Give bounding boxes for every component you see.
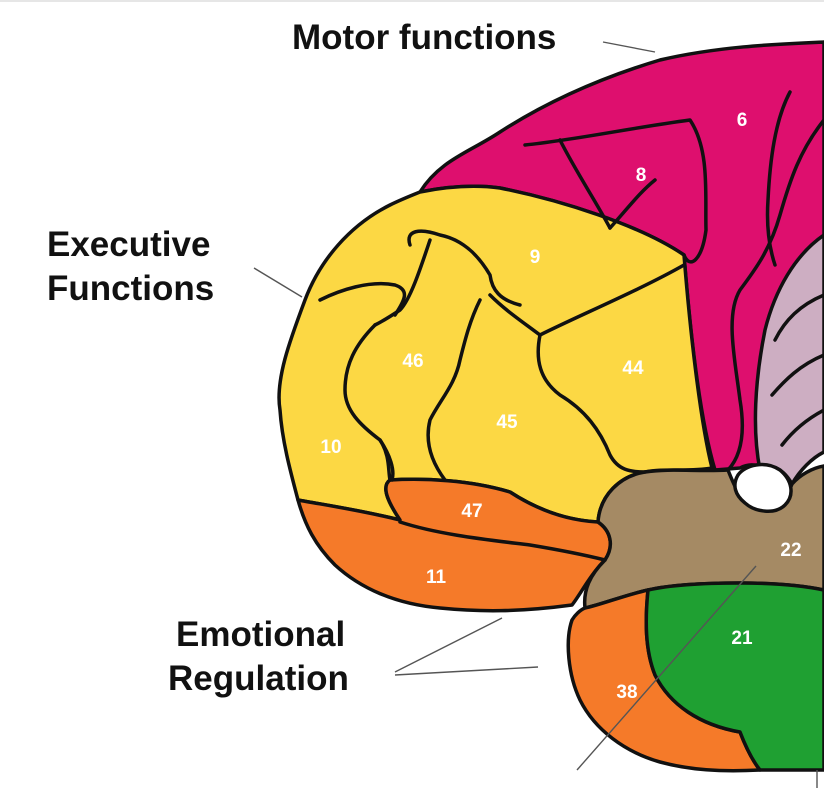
exec-sulcus-c bbox=[318, 281, 407, 317]
central-sulcus bbox=[765, 90, 792, 267]
exec-sulcus-h bbox=[378, 438, 395, 482]
motor-sulcus-1 bbox=[608, 178, 657, 230]
exec-sulcus-e bbox=[536, 333, 647, 474]
parietal-sulcus-1 bbox=[773, 293, 824, 342]
area-22-leader-line bbox=[576, 565, 757, 771]
area-9-label: 9 bbox=[530, 247, 541, 268]
area-46-label: 46 bbox=[402, 351, 423, 372]
emotional-label-line1: Emotional bbox=[176, 615, 345, 654]
motor-sulcus-2 bbox=[523, 118, 708, 264]
middle-temporal-region bbox=[644, 581, 824, 772]
exec-sulcus-f bbox=[426, 298, 482, 482]
exec-sulcus-a bbox=[407, 229, 522, 307]
executive-label-line1: Executive bbox=[47, 225, 210, 264]
area-22-label: 22 bbox=[780, 540, 801, 561]
area-21-label: 21 bbox=[731, 628, 753, 649]
emotional-label-line2: Regulation bbox=[168, 659, 349, 698]
motor-functions-label: Motor functions bbox=[292, 18, 556, 57]
lateral-sulcus-gap bbox=[733, 462, 793, 513]
exec-sulcus-d bbox=[488, 263, 686, 337]
area-45-label: 45 bbox=[496, 412, 518, 433]
executive-label-line2: Functions bbox=[47, 269, 214, 308]
exec-sulcus-g bbox=[343, 323, 392, 482]
area-38-label: 38 bbox=[616, 682, 637, 703]
parietal-sulcus-3 bbox=[780, 408, 824, 447]
area-11-label: 11 bbox=[426, 567, 447, 588]
emotional-leader-line-1 bbox=[394, 617, 503, 673]
area-6-label: 6 bbox=[737, 110, 748, 131]
parietal-sulcus-2 bbox=[770, 353, 824, 397]
orbital-sulcus bbox=[398, 520, 607, 562]
motor-leader-line bbox=[602, 41, 656, 53]
area-44-label: 44 bbox=[622, 358, 644, 379]
area-47-label: 47 bbox=[461, 501, 482, 522]
executive-leader-line bbox=[253, 267, 303, 298]
precentral-sulcus bbox=[726, 118, 824, 472]
area-10-label: 10 bbox=[320, 437, 341, 458]
emotional-leader-line-2 bbox=[394, 666, 539, 676]
motor-sulcus-3 bbox=[558, 138, 612, 230]
area-8-label: 8 bbox=[636, 165, 647, 186]
